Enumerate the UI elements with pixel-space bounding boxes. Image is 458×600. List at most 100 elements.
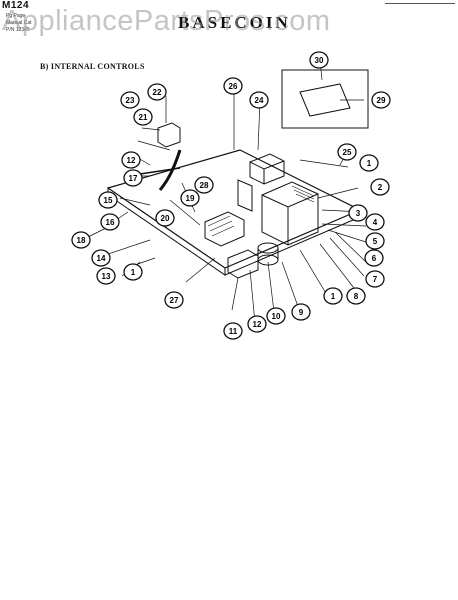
callout-2: 2 [370,178,390,196]
callout-circle [120,91,140,109]
callout-21: 21 [133,108,153,126]
callout-16: 16 [100,213,120,231]
callout-circle [96,267,116,285]
callout-24: 24 [249,91,269,109]
callout-23: 23 [120,91,140,109]
callout-number: 16 [106,218,115,227]
callout-circle [364,249,384,267]
callout-number: 1 [367,159,372,168]
callout-13: 13 [96,267,116,285]
callout-1-2: 1 [123,263,143,281]
callout-number: 1 [331,292,336,301]
callout-circle [123,169,143,187]
section-heading: B) INTERNAL CONTROLS [40,62,145,71]
relay-block [204,211,245,247]
callout-number: 12 [127,156,136,165]
callout-number: 29 [377,96,386,105]
callout-number: 26 [229,82,238,91]
callout-number: 23 [126,96,135,105]
callout-3: 3 [348,204,368,222]
inset-part [299,83,351,117]
callout-10: 10 [266,307,286,325]
callout-number: 15 [104,196,113,205]
callout-circle [365,213,385,231]
callout-29: 29 [371,91,391,109]
callout-number: 30 [315,56,324,65]
base-plate-edge [107,188,226,276]
callout-1: 1 [359,154,379,172]
callout-5: 5 [365,232,385,250]
callout-number: 12 [253,320,262,329]
capacitor-box [249,153,285,185]
callout-8: 8 [346,287,366,305]
callout-number: 7 [373,275,378,284]
callout-layer: 1112345678910111212131415161718192021222… [71,51,391,340]
transformer-edges [261,193,319,245]
callout-number: 8 [354,292,359,301]
callout-circle [91,249,111,267]
callout-circle [359,154,379,172]
top-rule [385,3,455,4]
callout-circle [147,83,167,101]
header-line-3: P/N 12345 [6,27,30,33]
callout-circle [370,178,390,196]
base-plate [106,149,362,269]
callout-circle [365,232,385,250]
callout-number: 25 [343,148,352,157]
callout-circle [98,191,118,209]
diagram-linework [81,59,369,324]
callout-circle [266,307,286,325]
callout-circle [223,77,243,95]
callout-circle [371,91,391,109]
callout-number: 17 [129,174,138,183]
base-plate-edge-right [224,210,361,276]
callout-circle [247,315,267,333]
callout-number: 24 [255,96,264,105]
callout-circle [309,51,329,69]
callout-number: 19 [186,194,195,203]
callout-number: 11 [229,327,238,336]
callout-19: 19 [180,189,200,207]
cylinder-part [257,242,279,254]
callout-number: 27 [170,296,179,305]
callout-25: 25 [337,143,357,161]
callout-circle [123,263,143,281]
inset-frame [281,69,369,129]
callout-26: 26 [223,77,243,95]
callout-27: 27 [164,291,184,309]
callout-14: 14 [91,249,111,267]
callout-number: 2 [378,183,383,192]
callout-circle [133,108,153,126]
callout-28: 28 [194,176,214,194]
callout-circle [365,270,385,288]
callout-circle [348,204,368,222]
header-line-2: Manual Cat [6,20,32,26]
callout-number: 13 [102,272,111,281]
callout-17: 17 [123,169,143,187]
callout-22: 22 [147,83,167,101]
callout-number: 22 [153,88,162,97]
terminal-block [227,249,259,279]
callout-number: 3 [356,209,361,218]
transformer [261,181,319,246]
callout-6: 6 [364,249,384,267]
callout-20: 20 [155,209,175,227]
callout-number: 1 [131,268,136,277]
callout-circle [323,287,343,305]
callout-circle [194,176,214,194]
page-title: BASECOIN [178,13,291,32]
callout-12: 12 [121,151,141,169]
callout-number: 28 [200,181,209,190]
callout-number: 5 [373,237,378,246]
part-24 [237,179,253,212]
callout-number: 6 [372,254,377,263]
callout-circle [291,303,311,321]
callout-18: 18 [71,231,91,249]
callout-30: 30 [309,51,329,69]
callout-circle [223,322,243,340]
callout-7: 7 [365,270,385,288]
callout-15: 15 [98,191,118,209]
callout-4: 4 [365,213,385,231]
callout-circle [100,213,120,231]
